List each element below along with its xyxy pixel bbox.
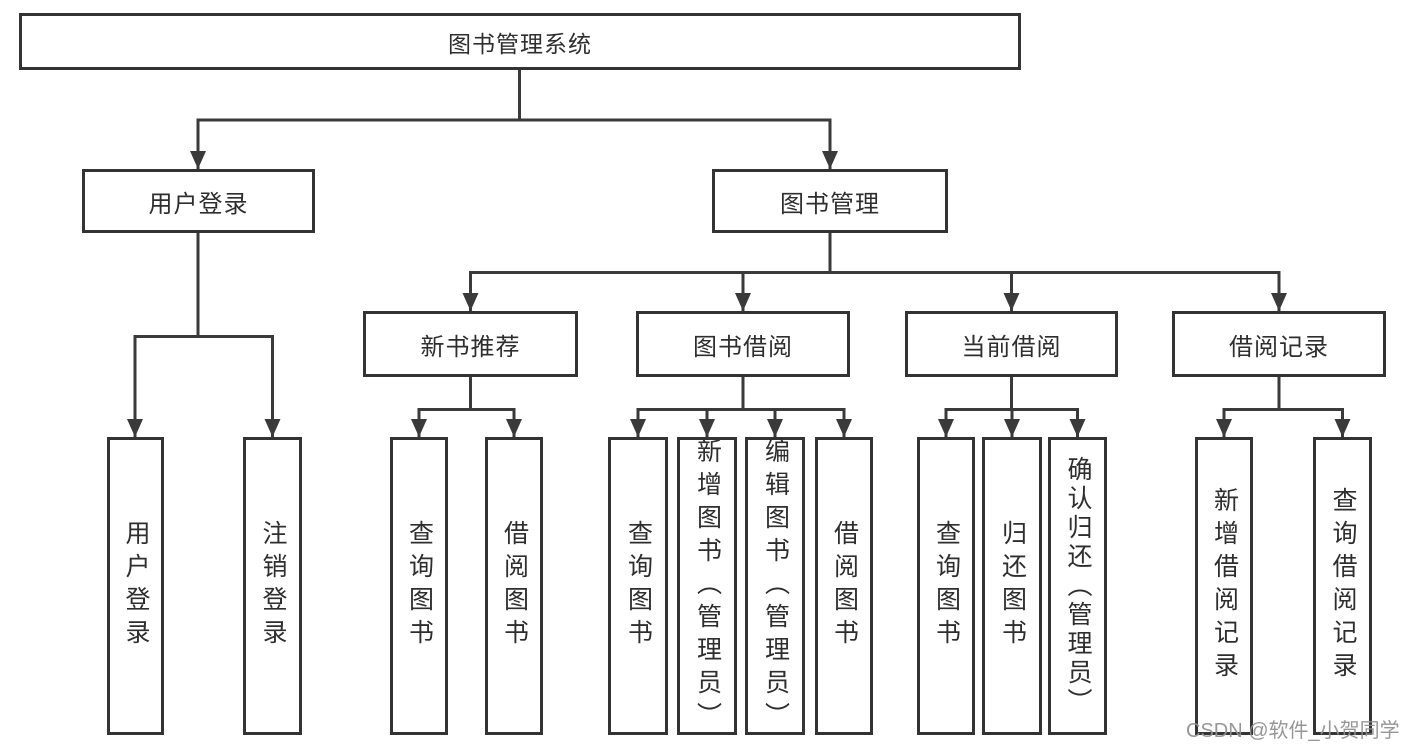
- leaf-query-books-recommend: 查询图书: [390, 437, 448, 735]
- connector-segments: [133, 68, 1344, 437]
- connector: [417, 377, 516, 437]
- node-book-management: 图书管理: [712, 169, 948, 233]
- leaf-return-books: 归还图书: [982, 437, 1042, 735]
- node-book-borrow: 图书借阅: [636, 311, 850, 377]
- connector: [469, 233, 1281, 311]
- node-user-login: 用户登录: [82, 169, 315, 233]
- leaf-borrow-books-recommend: 借阅图书: [485, 437, 543, 735]
- connector: [196, 68, 832, 169]
- leaf-return-books-label: 归还图书: [998, 520, 1027, 652]
- leaf-confirm-return-admin: 确认归还（管理员）: [1048, 437, 1107, 735]
- leaf-user-login-label: 用户登录: [122, 520, 150, 652]
- leaf-add-borrow-record-label: 新增借阅记录: [1210, 487, 1239, 685]
- leaf-borrow-books: 借阅图书: [815, 437, 873, 735]
- leaf-query-books-borrow: 查询图书: [608, 437, 668, 735]
- leaf-logout-label: 注销登录: [259, 520, 287, 652]
- arrowhead-icon: [127, 151, 1351, 437]
- leaf-borrow-books-label: 借阅图书: [830, 520, 859, 652]
- node-borrow-records: 借阅记录: [1172, 311, 1386, 377]
- leaf-query-books-current: 查询图书: [917, 437, 975, 735]
- leaf-query-borrow-record-label: 查询借阅记录: [1329, 487, 1357, 685]
- leaf-query-books-recommend-label: 查询图书: [405, 520, 434, 652]
- leaf-edit-book-admin-label: 编辑图书（管理员）: [761, 437, 790, 735]
- leaf-query-borrow-record: 查询借阅记录: [1313, 437, 1372, 735]
- leaf-edit-book-admin: 编辑图书（管理员）: [745, 437, 805, 735]
- leaf-borrow-books-recommend-label: 借阅图书: [500, 520, 529, 652]
- leaf-user-login: 用户登录: [107, 437, 164, 735]
- connector: [636, 377, 846, 437]
- leaf-add-book-admin-label: 新增图书（管理员）: [693, 437, 722, 735]
- connector: [1222, 377, 1344, 437]
- leaf-logout: 注销登录: [243, 437, 302, 735]
- connector: [133, 233, 274, 437]
- node-new-book-recommend: 新书推荐: [363, 311, 578, 377]
- leaf-add-book-admin: 新增图书（管理员）: [677, 437, 737, 735]
- watermark-text: CSDN @软件_小贺同学: [1186, 720, 1400, 742]
- leaf-confirm-return-admin-label: 确认归还（管理员）: [1064, 455, 1092, 717]
- leaf-query-books-borrow-label: 查询图书: [624, 520, 653, 652]
- leaf-query-books-current-label: 查询图书: [932, 520, 961, 652]
- node-current-borrow: 当前借阅: [905, 311, 1118, 377]
- leaf-add-borrow-record: 新增借阅记录: [1195, 437, 1253, 735]
- node-library-system: 图书管理系统: [19, 13, 1021, 70]
